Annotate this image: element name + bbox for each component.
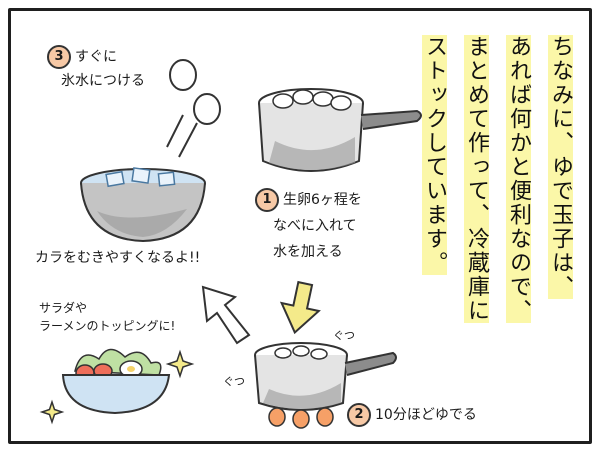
motion-lines: [166, 114, 198, 158]
eggs-in-pot: [272, 89, 352, 111]
narration: ちなみに、ゆで玉子は、 あれば何かと便利なので、 まとめて作って、冷蔵庫に スト…: [415, 35, 579, 435]
step-3-badge: 3: [47, 45, 71, 69]
step-2-badge: 2: [347, 403, 371, 427]
sparkle-icon: [165, 349, 195, 379]
narration-line-3: まとめて作って、冷蔵庫に: [464, 35, 489, 323]
ice-water-bowl: [80, 167, 206, 243]
ice-cube-icon: [105, 167, 176, 188]
tip-text: カラをむきやすくなるよ!!: [35, 250, 201, 266]
pot-with-eggs: [258, 88, 422, 172]
sparkle-icon: [39, 399, 65, 425]
boiling-pot: [254, 342, 397, 429]
narration-line-1: ちなみに、ゆで玉子は、: [548, 35, 573, 299]
sound-effect-left: ぐつ: [223, 375, 245, 388]
flame-icon: [268, 407, 334, 429]
sound-effect-right: ぐつ: [333, 329, 355, 342]
egg-icon: [169, 59, 197, 91]
salad-bowl: [61, 348, 171, 415]
narration-line-2: あれば何かと便利なので、: [506, 35, 531, 323]
falling-eggs: [169, 59, 221, 125]
step-1-badge: 1: [255, 188, 279, 212]
serving-caption: サラダや ラーメンのトッピングに!: [39, 301, 176, 333]
egg-icon: [193, 93, 221, 125]
arrow-icon: [201, 285, 251, 345]
arrow-icon: [279, 280, 321, 335]
comic-panel: ちなみに、ゆで玉子は、 あれば何かと便利なので、 まとめて作って、冷蔵庫に スト…: [8, 8, 592, 444]
narration-line-4: ストックしています。: [422, 35, 447, 275]
